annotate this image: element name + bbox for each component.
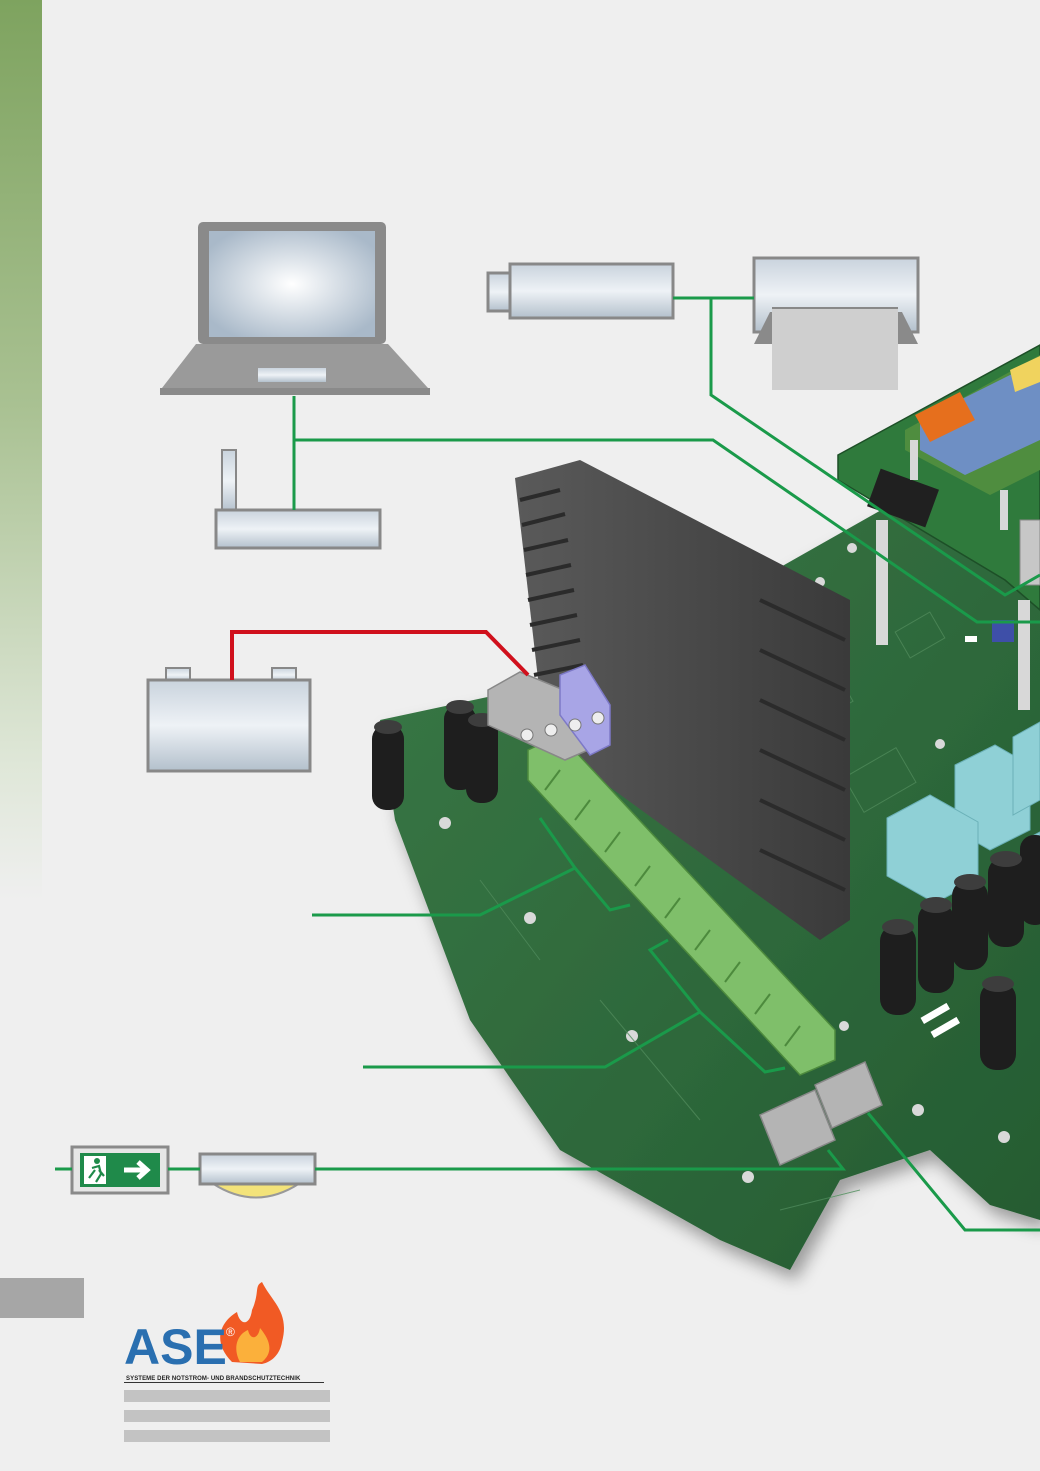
power-line bbox=[230, 630, 530, 680]
logo-bar bbox=[124, 1390, 330, 1402]
capacitors bbox=[372, 700, 1040, 1070]
usb-stick-icon bbox=[486, 262, 675, 320]
router-icon bbox=[214, 449, 382, 550]
logo-rule bbox=[124, 1382, 324, 1383]
laptop-icon bbox=[160, 222, 430, 395]
controller-module bbox=[837, 344, 1040, 710]
logo-bar bbox=[124, 1410, 330, 1422]
logo-tagline: SYSTEME DER NOTSTROM- UND BRANDSCHUTZTEC… bbox=[126, 1376, 301, 1382]
battery-icon bbox=[146, 667, 312, 773]
ase-logo: ASE ® SYSTEME DER NOTSTROM- UND BRANDSCH… bbox=[122, 1282, 332, 1452]
connection-lines bbox=[55, 296, 1040, 1232]
terminal-blocks bbox=[487, 664, 883, 1167]
sidebar-accent bbox=[0, 0, 42, 900]
ase-flame-logo: ASE ® bbox=[124, 1282, 284, 1375]
exit-sign-icon bbox=[70, 1145, 170, 1195]
emergency-luminaire-icon bbox=[198, 1152, 317, 1199]
printer-icon bbox=[752, 256, 920, 390]
registered-mark: ® bbox=[226, 1325, 235, 1339]
logo-bar bbox=[124, 1430, 330, 1442]
page-tab bbox=[0, 1278, 84, 1318]
logo-letters: ASE bbox=[124, 1319, 227, 1375]
